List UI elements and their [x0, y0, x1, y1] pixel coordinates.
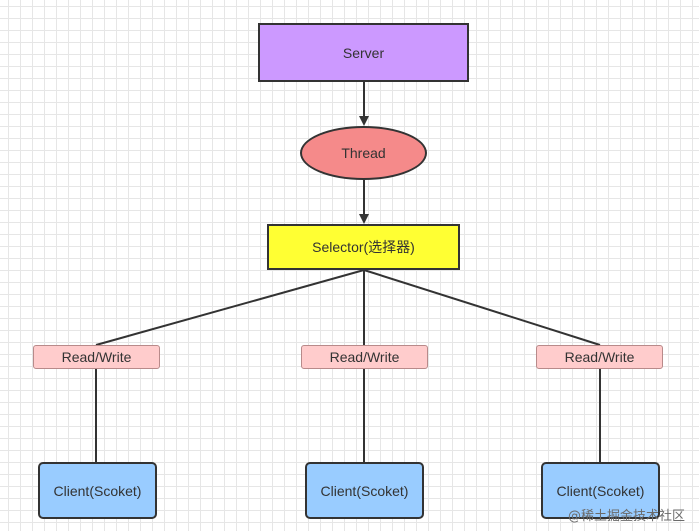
watermark: @稀土掘金技术社区 [567, 509, 685, 524]
client-node-left: Client(Scoket) [38, 462, 157, 519]
client-node-center: Client(Scoket) [305, 462, 424, 519]
read-write-node-left: Read/Write [33, 345, 160, 369]
thread-label: Thread [341, 145, 386, 161]
client-node-right: Client(Scoket) [541, 462, 660, 519]
read-write-node-center: Read/Write [301, 345, 428, 369]
edge-selector-rw-left [95, 269, 365, 346]
read-write-label: Read/Write [329, 349, 400, 365]
selector-node: Selector(选择器) [267, 224, 460, 270]
read-write-node-right: Read/Write [536, 345, 663, 369]
client-label: Client(Scoket) [320, 482, 409, 499]
client-label: Client(Scoket) [556, 482, 645, 499]
edge-selector-rw-right [363, 269, 601, 346]
read-write-label: Read/Write [564, 349, 635, 365]
read-write-label: Read/Write [61, 349, 132, 365]
selector-label: Selector(选择器) [312, 239, 415, 255]
thread-node: Thread [300, 126, 427, 180]
server-node: Server [258, 23, 469, 82]
client-label: Client(Scoket) [53, 482, 142, 499]
server-label: Server [342, 44, 385, 61]
